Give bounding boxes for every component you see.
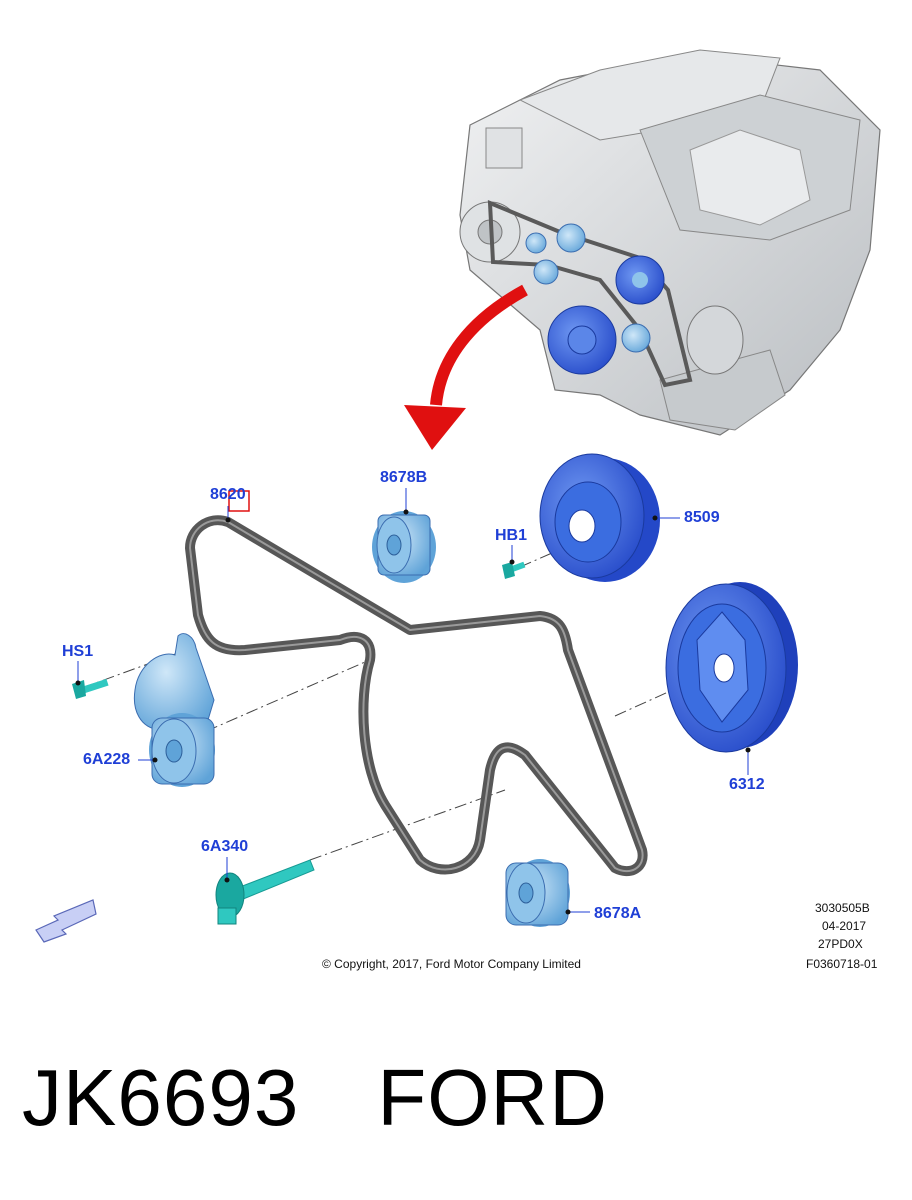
product-caption: JK6693 FORD [22, 1052, 608, 1144]
leader-dots [75, 509, 751, 915]
callout-bolt-HS1: HS1 [62, 643, 94, 660]
model-code: 27PD0X [818, 937, 863, 951]
engine-illustration [459, 49, 881, 436]
brand-name: FORD [377, 1053, 608, 1142]
water-pump-pulley-8509 [539, 453, 660, 582]
serpentine-belt [185, 490, 648, 877]
figure-number: F0360718-01 [806, 957, 878, 971]
callout-belt-8620: 8620 [210, 486, 246, 503]
copyright-notice: © Copyright, 2017, Ford Motor Company Li… [322, 957, 581, 971]
callout-tensioner-6A228: 6A228 [83, 751, 131, 768]
callout-crank-pulley-6312: 6312 [729, 776, 765, 793]
callout-idler-8678B: 8678B [380, 469, 428, 486]
callout-idler-8678A: 8678A [594, 905, 642, 922]
reference-number: 3030505B [815, 901, 870, 915]
leader-lines [77, 488, 749, 913]
date-code: 04-2017 [822, 919, 867, 933]
idler-pulley-8678B [372, 511, 436, 583]
belt-callout-marker [228, 490, 250, 512]
view-direction-arrow-icon [35, 899, 97, 943]
idler-pulley-8678A [505, 859, 570, 927]
red-arrow-icon [404, 284, 528, 450]
part-number: JK6693 [22, 1053, 300, 1142]
callout-bolt-6A340: 6A340 [201, 838, 249, 855]
callout-water-pump-pulley-8509: 8509 [684, 509, 720, 526]
callout-bolt-HB1: HB1 [495, 527, 528, 544]
tensioner-6A228 [133, 633, 215, 787]
bolt-6A340 [215, 859, 315, 925]
crankshaft-pulley-6312 [665, 582, 798, 753]
belt-diagram [35, 49, 881, 943]
hb1-bolt [502, 561, 526, 579]
hs1-bolt [72, 678, 109, 699]
